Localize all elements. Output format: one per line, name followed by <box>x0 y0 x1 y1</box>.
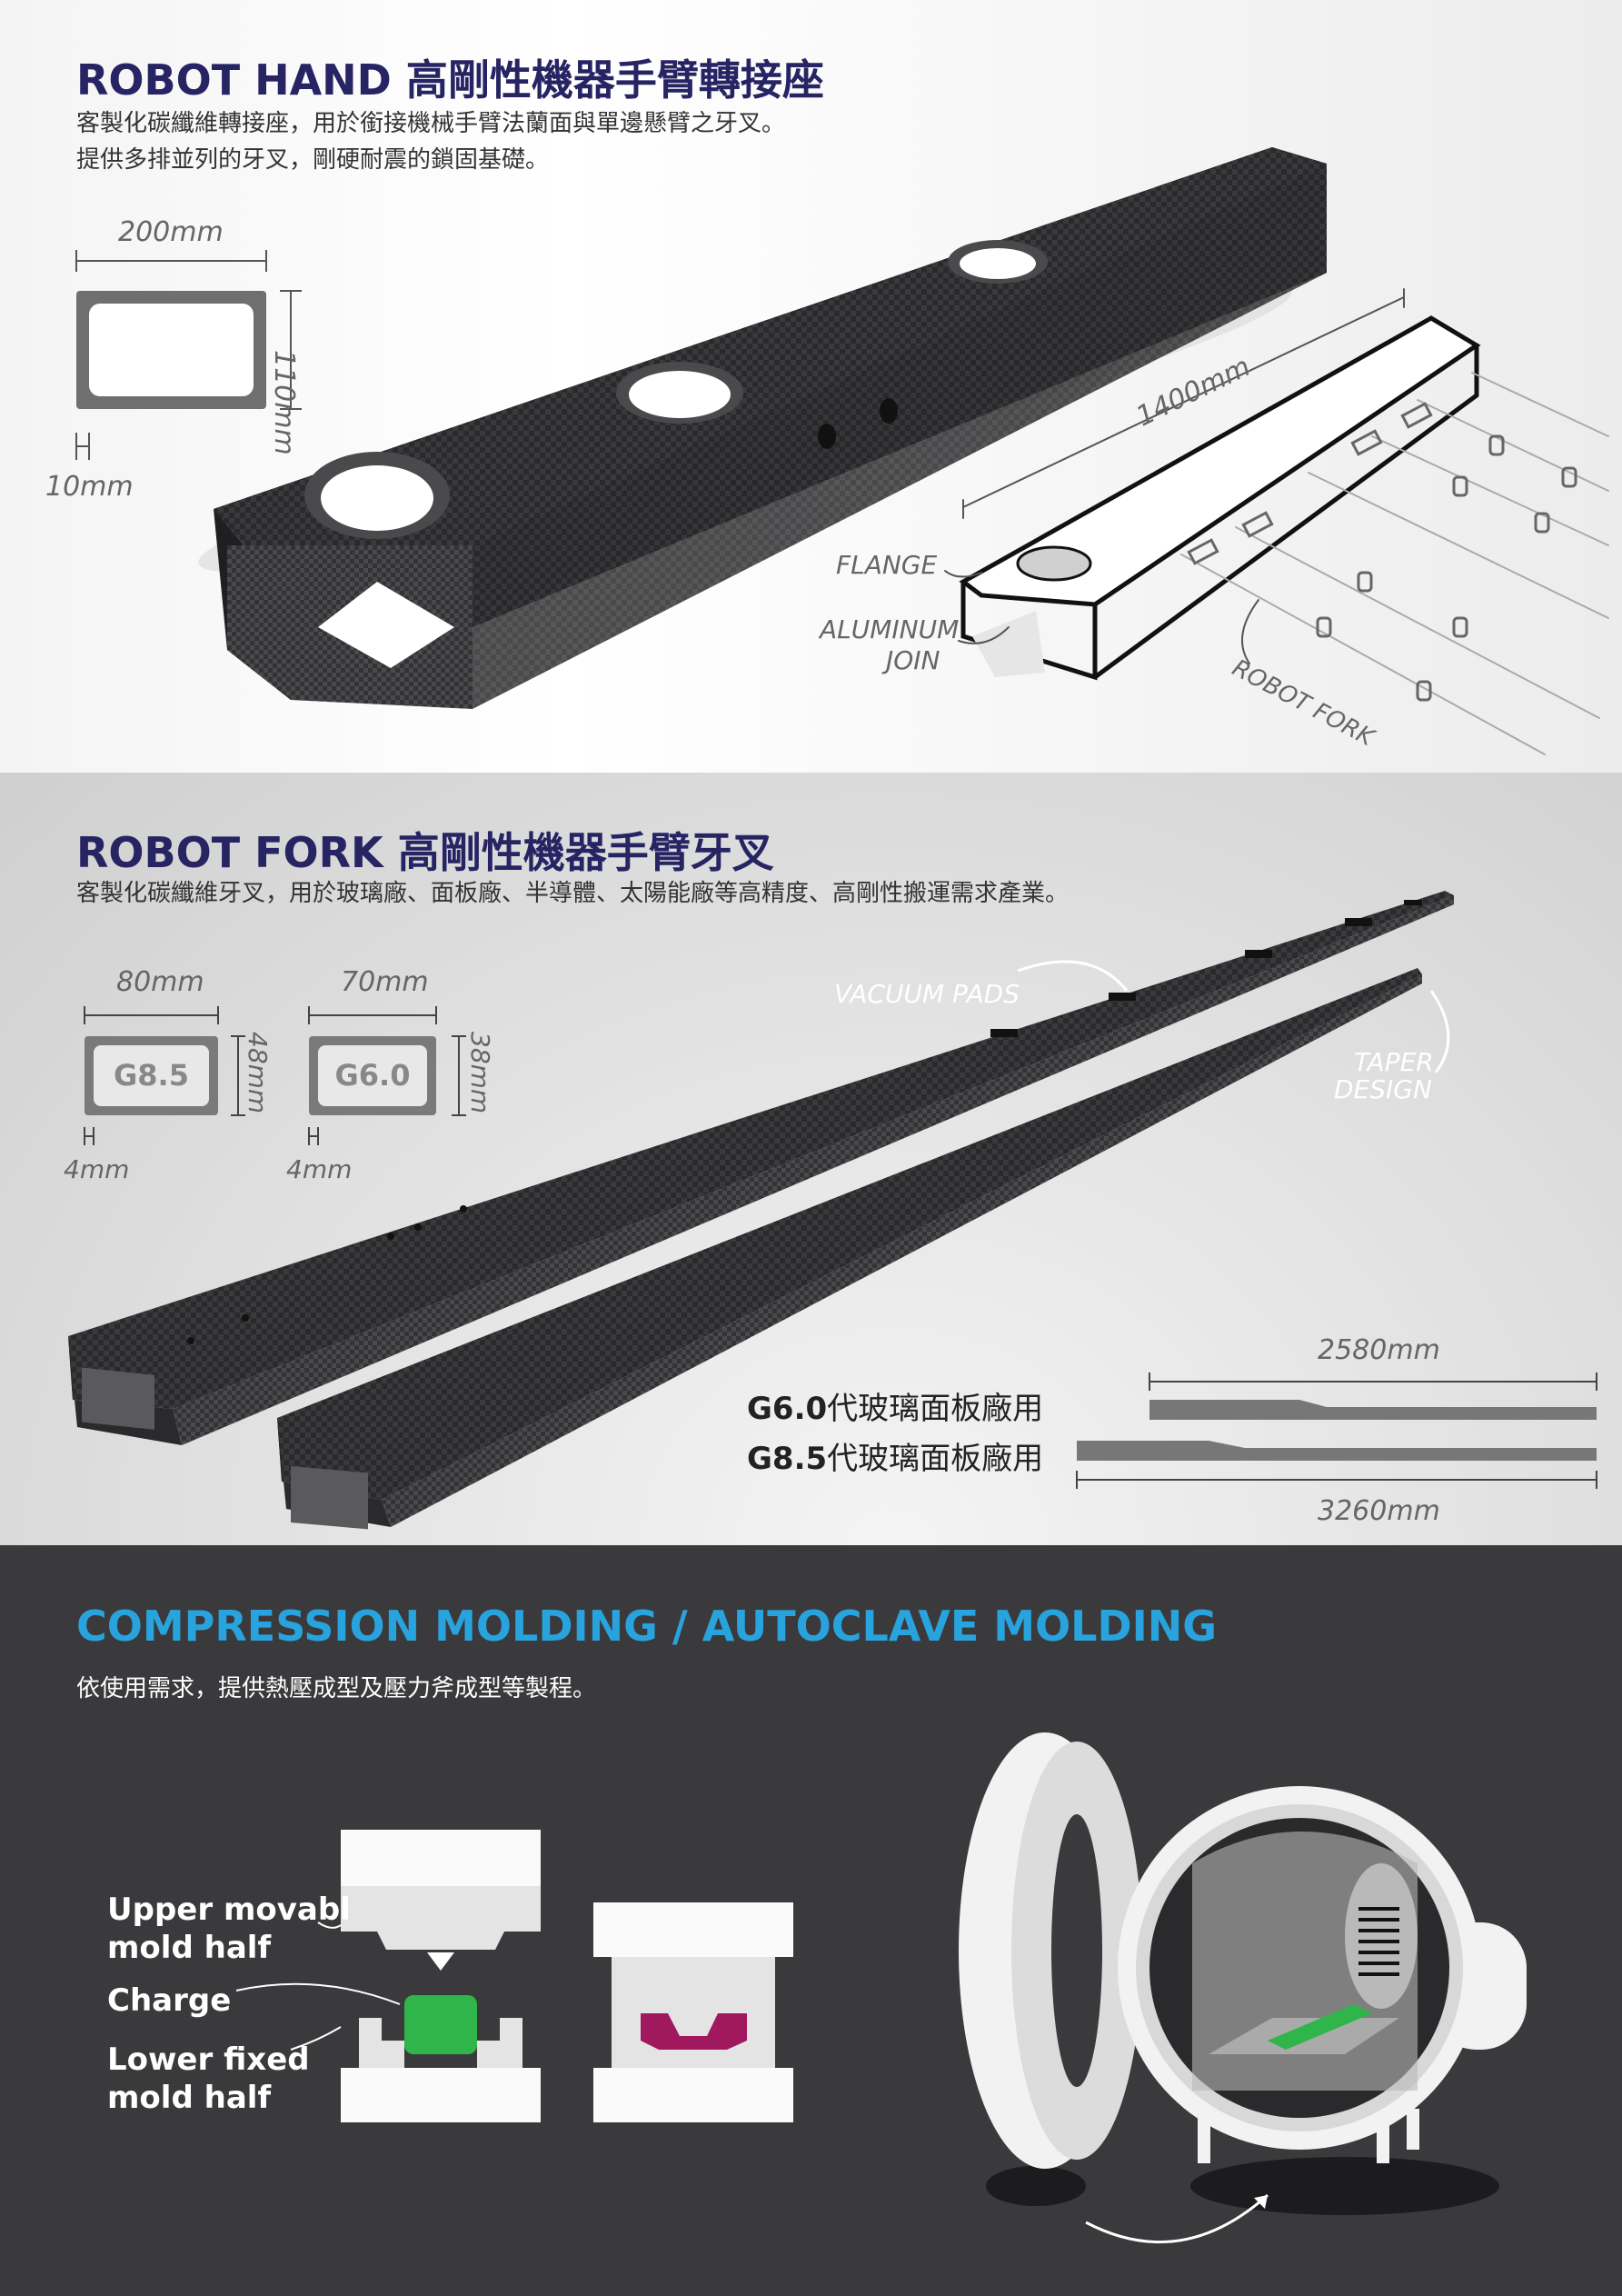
g85-label: G8.5 <box>114 1058 189 1093</box>
robot-fork-illustration <box>68 891 1597 1530</box>
hand-dim-height: 110mm <box>268 350 300 455</box>
robot-hand-illustration <box>75 147 1609 755</box>
len-g85: 3260mm <box>1318 1495 1440 1527</box>
molding-section: COMPRESSION MOLDING / AUTOCLAVE MOLDING … <box>0 1545 1622 2296</box>
fork-renders <box>68 891 1454 1530</box>
label-upper-l1: Upper movabl <box>107 1892 351 1928</box>
label-flange: FLANGE <box>836 550 938 580</box>
label-design: DESIGN <box>1334 1074 1432 1104</box>
compression-mold-diagram <box>235 1830 541 2122</box>
robot-hand-title: ROBOT HAND 高剛性機器手臂轉接座 <box>76 55 824 105</box>
fork-length-bars <box>1076 1373 1597 1489</box>
hand-dim-wall: 10mm <box>45 471 134 503</box>
molding-illustration <box>235 1732 1527 2244</box>
hand-adapter-render <box>198 147 1327 709</box>
label-taper: TAPER <box>1354 1047 1434 1077</box>
spec-g60-text: 代玻璃面板廠用 <box>827 1391 1044 1427</box>
fork-cross-sections <box>84 1006 466 1145</box>
molding-desc: 依使用需求，提供熱壓成型及壓力斧成型等製程。 <box>76 1675 597 1702</box>
robot-hand-section: ROBOT HAND 高剛性機器手臂轉接座 客製化碳纖維轉接座，用於銜接機械手臂… <box>0 0 1622 773</box>
label-charge: Charge <box>107 1982 232 2019</box>
label-upper-l2: mold half <box>107 1930 272 1966</box>
len-g60: 2580mm <box>1318 1334 1440 1366</box>
label-aluminum: ALUMINUM <box>820 614 960 644</box>
label-lower-l1: Lower fixed <box>107 2041 310 2078</box>
label-join: JOIN <box>886 645 940 675</box>
compression-mold-closed <box>593 1902 793 2122</box>
robot-fork-section: ROBOT FORK 高剛性機器手臂牙叉 客製化碳纖維牙叉，用於玻璃廠、面板廠、… <box>0 773 1622 1545</box>
spec-g85-code: G8.5 <box>747 1441 828 1477</box>
g60-label: G6.0 <box>334 1058 411 1093</box>
spec-g85: G8.5代玻璃面板廠用 <box>747 1433 1043 1478</box>
robot-hand-desc-line1: 客製化碳纖維轉接座，用於銜接機械手臂法蘭面與單邊懸臂之牙叉。 <box>76 110 786 137</box>
g85-height: 48mm <box>243 1032 273 1114</box>
hand-cross-section <box>75 250 302 460</box>
molding-title: COMPRESSION MOLDING / AUTOCLAVE MOLDING <box>76 1602 1218 1651</box>
g60-wall: 4mm <box>286 1154 353 1184</box>
spec-g60: G6.0代玻璃面板廠用 <box>747 1383 1043 1428</box>
hand-sketch <box>944 288 1609 755</box>
robot-fork-title: ROBOT FORK 高剛性機器手臂牙叉 <box>76 828 774 877</box>
robot-hand-desc-line2: 提供多排並列的牙叉，剛硬耐震的鎖固基礎。 <box>76 146 550 174</box>
spec-g60-code: G6.0 <box>747 1391 828 1427</box>
label-vacuum-pads: VACUUM PADS <box>834 979 1020 1009</box>
autoclave-diagram <box>959 1732 1527 2244</box>
g85-wall: 4mm <box>64 1154 130 1184</box>
spec-g85-text: 代玻璃面板廠用 <box>827 1441 1044 1477</box>
g85-width: 80mm <box>116 966 204 998</box>
g60-width: 70mm <box>341 966 429 998</box>
g60-height: 38mm <box>465 1032 495 1114</box>
robot-fork-desc: 客製化碳纖維牙叉，用於玻璃廠、面板廠、半導體、太陽能廠等高精度、高剛性搬運需求產… <box>76 880 1070 907</box>
label-lower-l2: mold half <box>107 2080 272 2116</box>
hand-dim-width: 200mm <box>118 216 224 248</box>
